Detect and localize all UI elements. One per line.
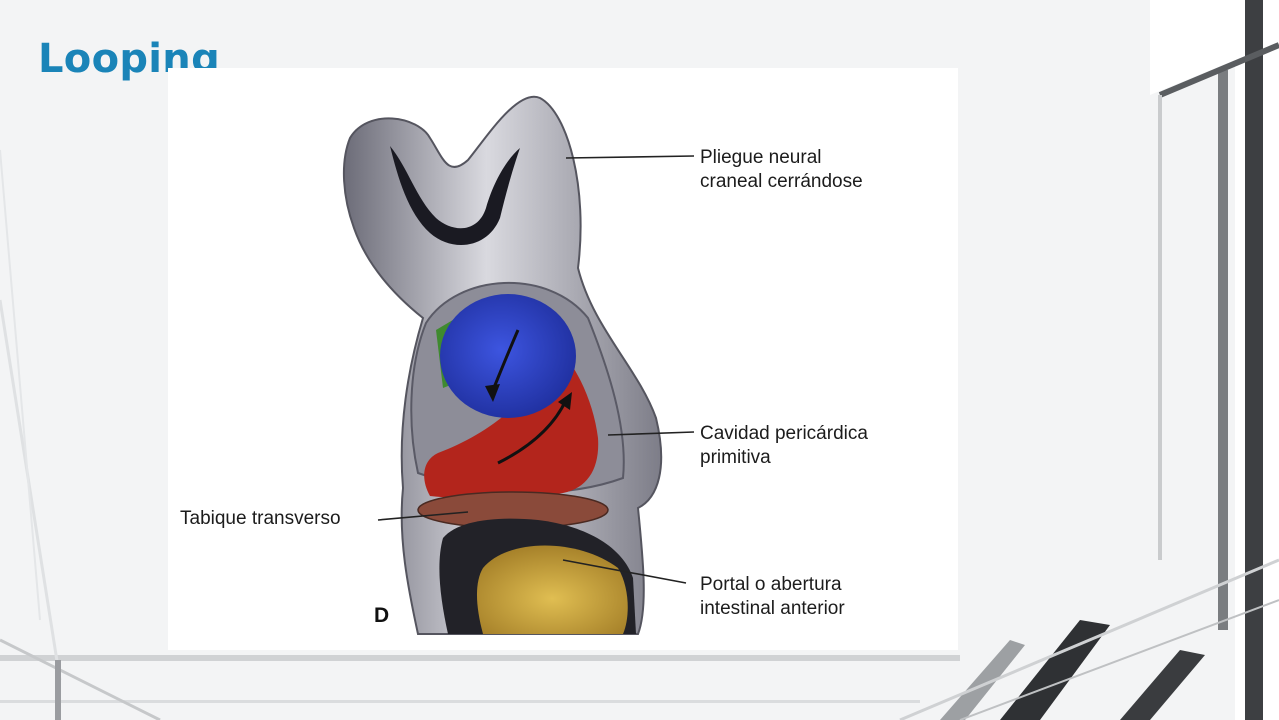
label-pericardial-cavity-line1: Cavidad pericárdica [700, 423, 868, 444]
blue-arrowhead [485, 384, 500, 402]
leader-septum [377, 511, 469, 521]
label-intestinal-portal: Portal o abertura intestinal anterior [700, 573, 845, 621]
label-neural-fold-line1: Pliegue neural [700, 147, 822, 168]
red-arrow [497, 399, 568, 465]
label-pericardial-cavity: Cavidad pericárdica primitiva [700, 422, 868, 470]
label-septum-transversum: Tabique transverso [180, 507, 341, 531]
label-intestinal-portal-line2: intestinal anterior [700, 598, 845, 619]
red-arrowhead [558, 392, 572, 410]
leader-pericardial-cavity [607, 431, 695, 436]
embryo-illustration [342, 95, 695, 635]
neural-groove [390, 146, 520, 245]
label-pericardial-cavity-line2: primitiva [700, 447, 771, 468]
label-neural-fold-line2: craneal cerrándose [700, 171, 863, 192]
leader-portal [562, 559, 687, 584]
label-neural-fold: Pliegue neural craneal cerrándose [700, 146, 863, 194]
label-septum-transversum-line1: Tabique transverso [180, 508, 341, 529]
label-intestinal-portal-line1: Portal o abertura [700, 574, 842, 595]
leader-neural-fold [565, 155, 695, 159]
embryo-diagram: Pliegue neural craneal cerrándose Cavida… [168, 68, 958, 650]
yolk-region [476, 545, 628, 634]
panel-letter: D [374, 604, 390, 627]
